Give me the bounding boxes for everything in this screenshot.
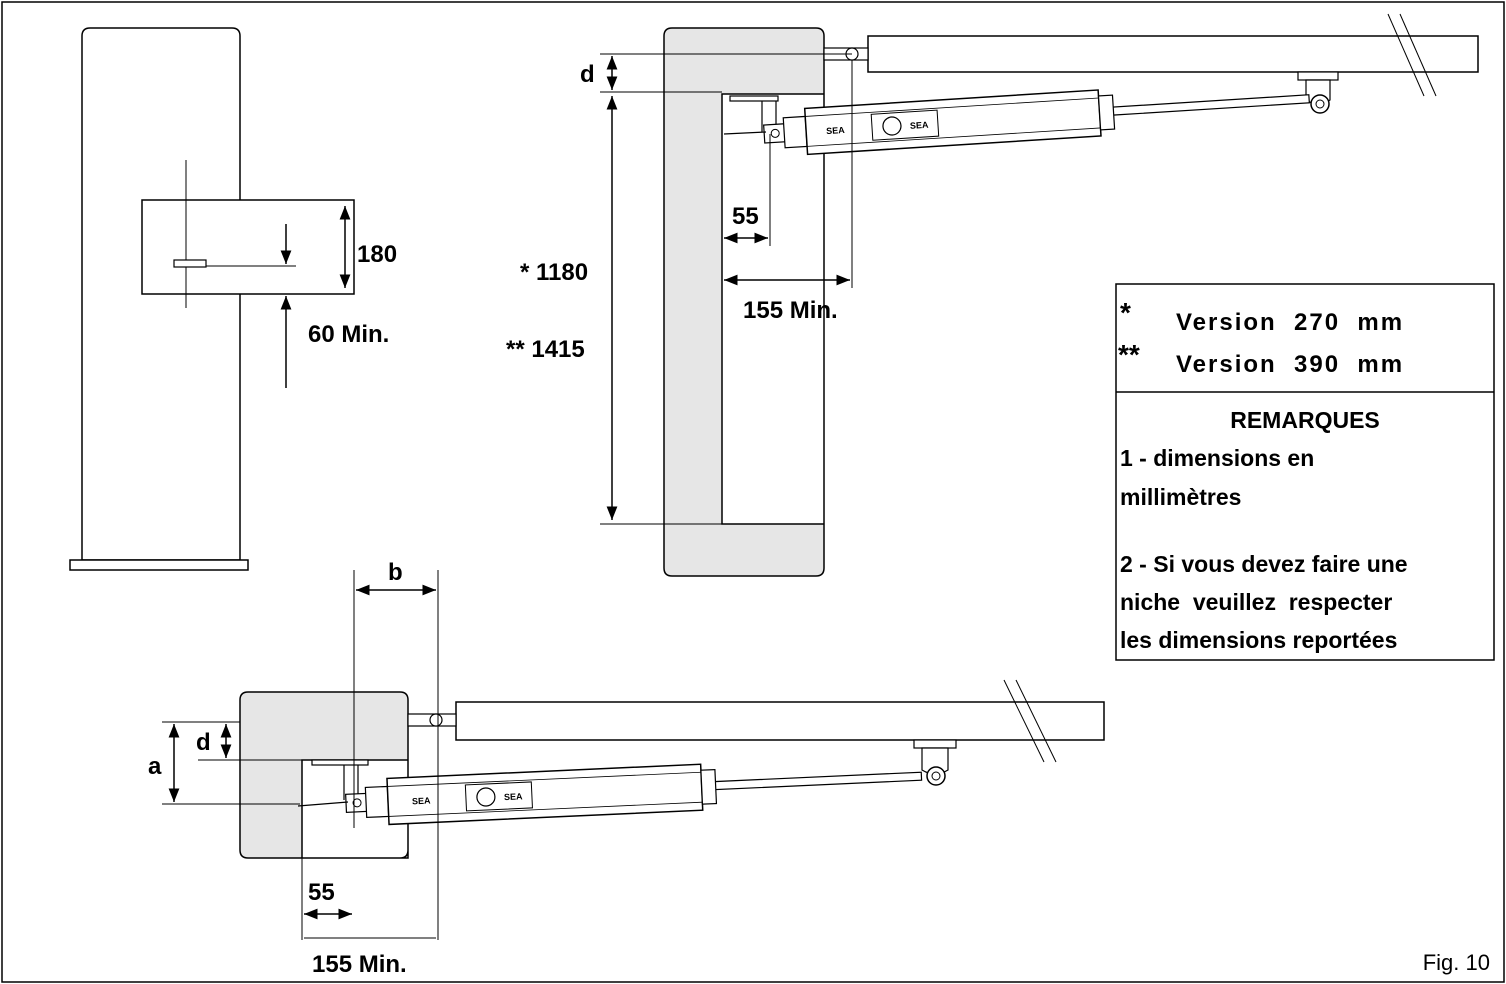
bottom-actuator-rear-pin bbox=[352, 798, 362, 808]
notes-title: REMARQUES bbox=[1230, 407, 1380, 433]
top-break-line-2 bbox=[1399, 13, 1437, 97]
bottom-actuator-motor-cap bbox=[364, 785, 390, 819]
top-wall-bracket-plate bbox=[729, 95, 779, 102]
bottom-dim-55-label: 55 bbox=[308, 879, 335, 906]
bottom-wall-bracket-plate bbox=[311, 759, 369, 766]
bottom-actuator-body-line bbox=[387, 771, 702, 787]
legend-frame bbox=[1115, 283, 1495, 661]
legend-v1-text: Version 270 mm bbox=[1176, 309, 1404, 336]
top-gate-bracket bbox=[1297, 71, 1339, 81]
bottom-break-line-1 bbox=[1003, 679, 1045, 763]
bottom-actuator-logo-icon bbox=[476, 787, 496, 807]
top-actuator-body-line bbox=[805, 97, 1099, 117]
legend-v1-marker: * bbox=[1120, 297, 1131, 328]
legend-box: * Version 270 mm ** Version 390 mm REMAR… bbox=[1115, 283, 1495, 661]
top-dim-55-label: 55 bbox=[732, 203, 759, 230]
bottom-view: SEA SEA a d b 55 155 Min. bbox=[148, 559, 1105, 978]
top-actuator-logo-icon bbox=[882, 116, 902, 136]
bottom-break-line-2 bbox=[1015, 679, 1057, 763]
legend-v2-text: Version 390 mm bbox=[1176, 351, 1404, 378]
bottom-dim-b-label: b bbox=[388, 559, 403, 586]
top-actuator-rear-pin bbox=[770, 128, 780, 138]
note-1-line-1: 1 - dimensions en bbox=[1120, 445, 1314, 471]
top-actuator-label-plate bbox=[870, 109, 940, 141]
top-gate-pivot-inner bbox=[1315, 99, 1325, 109]
front-bracket-slot bbox=[173, 259, 207, 268]
front-dim-180-label: 180 bbox=[357, 241, 397, 268]
top-actuator-body-line-2 bbox=[807, 127, 1101, 147]
front-view: 180 60 Min. bbox=[69, 27, 397, 571]
figure-label: Fig. 10 bbox=[1423, 950, 1490, 975]
bottom-actuator-brand: SEA bbox=[504, 791, 523, 802]
bottom-dim-a-label: a bbox=[148, 753, 162, 780]
bottom-hinge-pin bbox=[429, 713, 443, 727]
note-1-line-2: millimètres bbox=[1120, 484, 1241, 510]
top-actuator-front-cap bbox=[1097, 94, 1116, 131]
front-bracket-plate bbox=[141, 199, 355, 295]
bottom-gate-leaf bbox=[455, 701, 1105, 741]
note-2-line-2: niche veuillez respecter bbox=[1120, 589, 1392, 615]
bottom-dim-155-label: 155 Min. bbox=[312, 951, 407, 978]
bottom-actuator-rod bbox=[710, 771, 923, 791]
top-actuator: SEA SEA bbox=[763, 89, 1310, 156]
top-view: SEA SEA d * 1180 ** 1415 55 155 Min. bbox=[506, 13, 1479, 577]
top-dim-1180-label: * 1180 bbox=[520, 259, 588, 286]
bottom-actuator-body-line-2 bbox=[388, 801, 703, 817]
bottom-actuator-body bbox=[386, 763, 704, 826]
bottom-pillar-section bbox=[239, 691, 409, 859]
top-actuator-brand: SEA bbox=[910, 120, 930, 131]
top-dim-155-label: 155 Min. bbox=[743, 297, 838, 324]
top-cable bbox=[723, 131, 767, 135]
top-break-line-1 bbox=[1387, 13, 1425, 97]
top-actuator-body bbox=[803, 89, 1102, 156]
bottom-gate-bracket bbox=[913, 739, 957, 749]
top-dim-d-label: d bbox=[580, 61, 595, 88]
top-pillar-section bbox=[663, 27, 825, 577]
legend-v2-marker: ** bbox=[1118, 339, 1140, 370]
bottom-actuator-brand-side: SEA bbox=[412, 795, 431, 806]
top-actuator-brand-side: SEA bbox=[826, 125, 846, 136]
top-actuator-motor-cap bbox=[782, 115, 808, 149]
bottom-gate-pivot-inner bbox=[931, 771, 941, 781]
bottom-dim-d-label: d bbox=[196, 729, 211, 756]
bottom-actuator: SEA SEA bbox=[345, 763, 923, 826]
top-gate-leaf bbox=[867, 35, 1479, 73]
bottom-cable bbox=[297, 801, 349, 807]
note-2-line-3: les dimensions reportées bbox=[1120, 627, 1397, 653]
front-pillar-base bbox=[69, 559, 249, 571]
note-2-line-1: 2 - Si vous devez faire une bbox=[1120, 551, 1408, 577]
front-dim-60-label: 60 Min. bbox=[308, 321, 389, 348]
bottom-actuator-front-cap bbox=[700, 768, 718, 805]
top-dim-1415-label: ** 1415 bbox=[506, 336, 585, 363]
top-actuator-rod bbox=[1108, 94, 1310, 116]
